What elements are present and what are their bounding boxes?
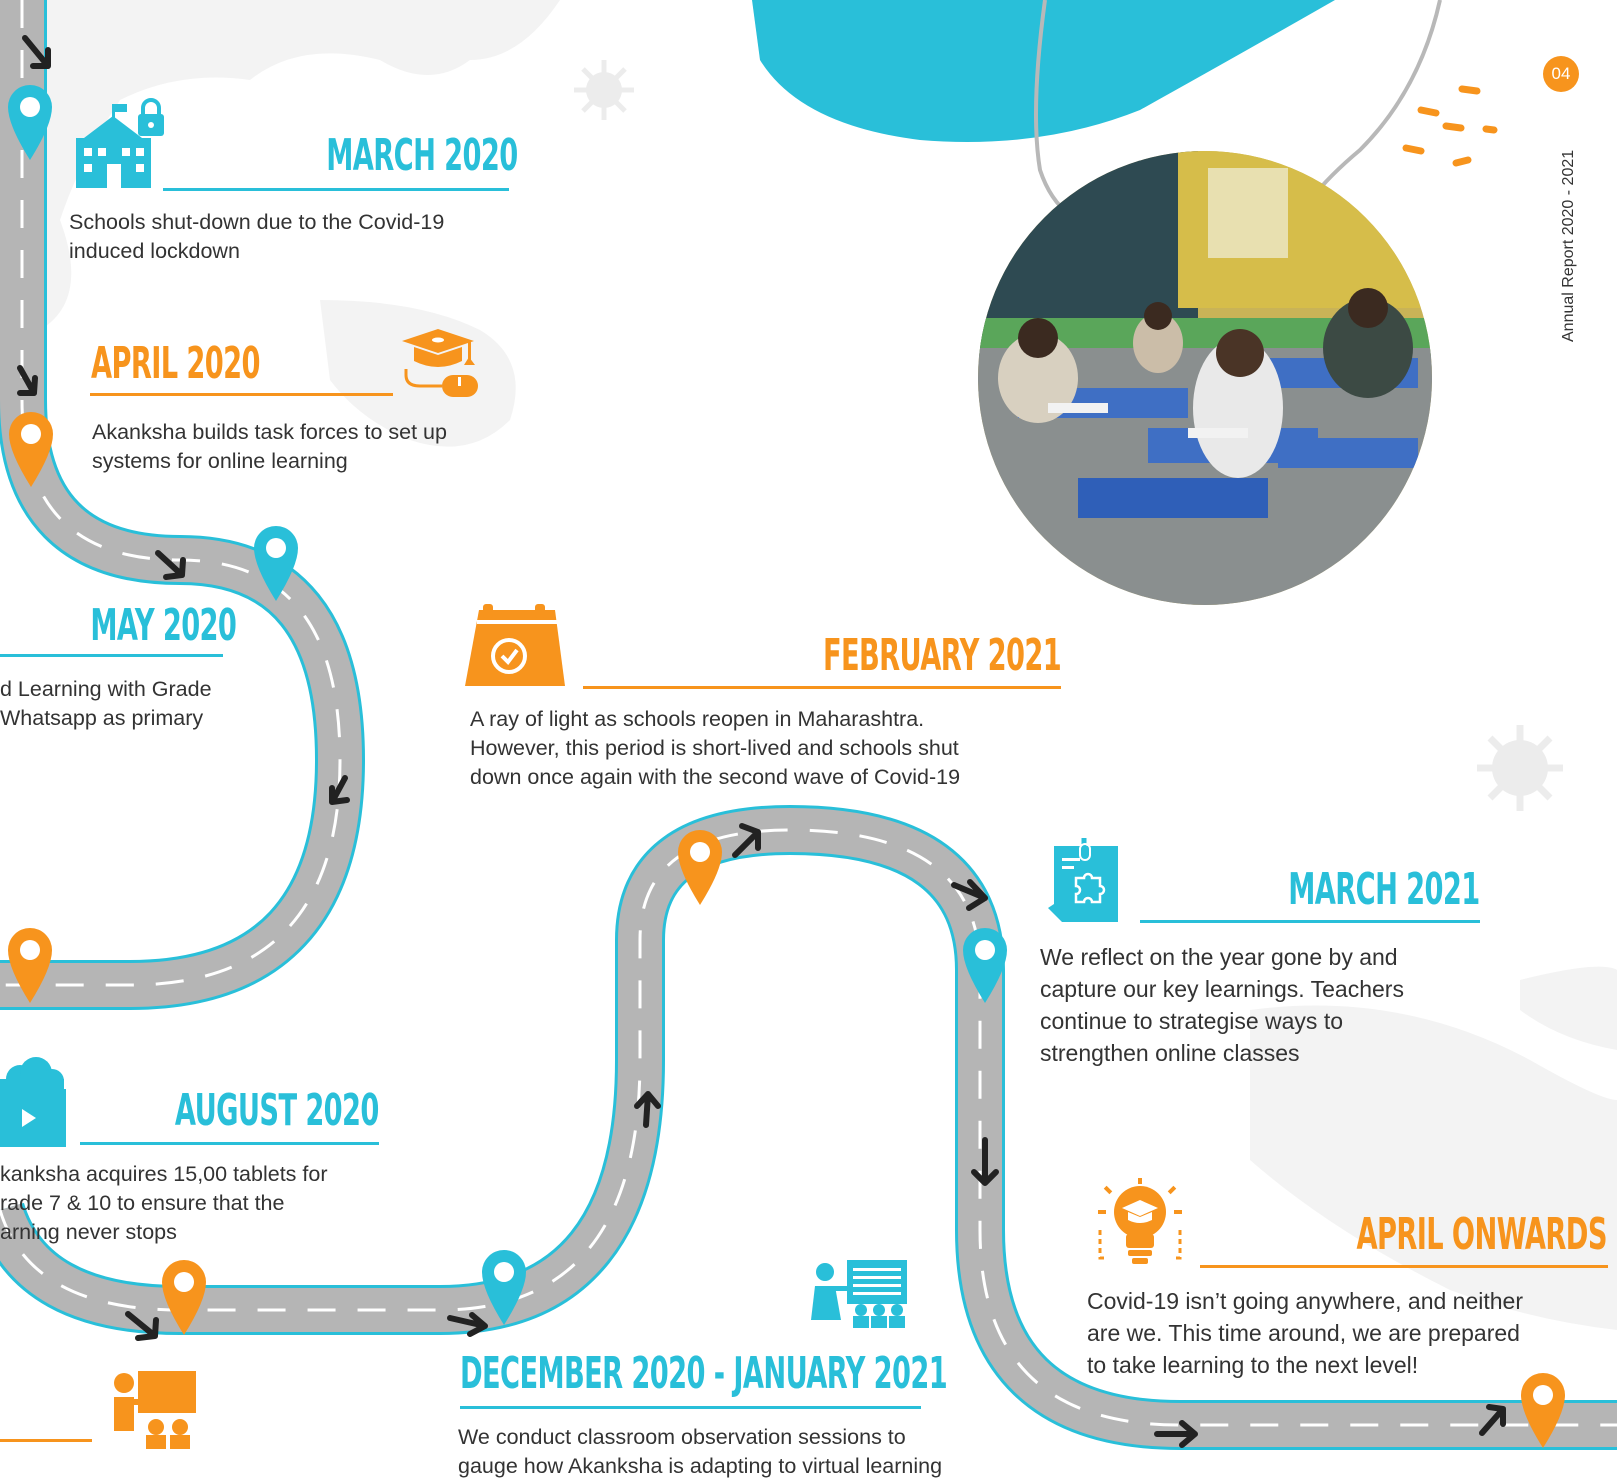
may-2020-text: d Learning with Grade Whatsapp as primar… [0,675,260,733]
school-lock-icon [76,98,164,188]
dec-jan-rule [460,1406,921,1409]
pin-icon [9,412,53,487]
april-onwards-rule [1200,1265,1608,1268]
pin-icon [162,1260,206,1335]
february-2021-title: FEBRUARY 2021 [822,630,1062,681]
february-2021-text-line: However, this period is short-lived and … [470,736,959,760]
august-2020-title: AUGUST 2020 [175,1085,379,1136]
teacher-group-icon [114,1371,196,1449]
april-onwards-text: Covid-19 isn’t going anywhere, and neith… [1087,1285,1617,1381]
august-2020-rule [80,1142,379,1145]
april-onwards-text-line: are we. This time around, we are prepare… [1087,1320,1520,1346]
march-2021-rule [1140,920,1480,923]
april-onwards-text-line: to take learning to the next level! [1087,1352,1419,1378]
march-2020-rule [163,188,509,191]
clipboard-puzzle-icon [1048,838,1118,922]
february-2021-text-line: down once again with the second wave of … [470,765,961,789]
pin-icon [482,1250,526,1325]
virus-icon [574,60,634,120]
dec-jan-text-line: gauge how Akanksha is adapting to virtua… [458,1454,943,1478]
dec-jan-text: We conduct classroom observation session… [458,1423,1038,1481]
report-label: Annual Report 2020 - 2021 [1560,149,1577,342]
cloud-video-icon [0,1057,66,1147]
march-2021-text-line: capture our key learnings. Teachers [1040,976,1404,1002]
march-2021-text-line: We reflect on the year gone by and [1040,944,1398,970]
march-2020-text: Schools shut-down due to the Covid-19 in… [69,210,445,263]
april-onwards-text-line: Covid-19 isn’t going anywhere, and neith… [1087,1288,1523,1314]
april-2020-rule [90,393,393,396]
pin-icon [1521,1373,1565,1448]
august-2020-text-line: kanksha acquires 15,00 tablets for [0,1162,328,1186]
may-2020-text-line: Whatsapp as primary [0,706,204,730]
pin-icon [678,830,722,905]
march-2021-title: MARCH 2021 [1288,864,1481,915]
bottom-left-rule [0,1439,92,1442]
april-2020-title: APRIL 2020 [91,338,260,389]
pin-icon [8,85,52,160]
page-number: 04 [1551,64,1571,83]
april-onwards-title: APRIL ONWARDS [1356,1209,1608,1260]
february-2021-text: A ray of light as schools reopen in Maha… [470,705,1070,792]
graduation-cap-mouse-icon [402,329,478,397]
march-2021-text-line: continue to strategise ways to [1040,1008,1343,1034]
lightbulb-cap-icon [1098,1178,1182,1264]
february-2021-rule [583,686,1061,689]
may-2020-rule [0,654,223,657]
dec-jan-title: DECEMBER 2020 - JANUARY 2021 [460,1348,948,1399]
classroom-photo [978,151,1432,605]
march-2020-title: MARCH 2020 [326,130,519,181]
pin-icon [254,526,298,601]
may-2020-text-line: d Learning with Grade [0,677,212,701]
dec-jan-text-line: We conduct classroom observation session… [458,1425,906,1449]
february-2021-text-line: A ray of light as schools reopen in Maha… [470,707,925,731]
march-2021-text-line: strengthen online classes [1040,1040,1300,1066]
pin-icon [963,928,1007,1003]
august-2020-text: kanksha acquires 15,00 tablets for rade … [0,1160,380,1247]
teacher-board-icon [811,1260,907,1328]
may-2020-title: MAY 2020 [90,600,236,651]
march-2021-text: We reflect on the year gone by and captu… [1040,941,1500,1069]
august-2020-text-line: rade 7 & 10 to ensure that the [0,1191,285,1215]
calendar-check-icon [465,604,565,686]
april-2020-text: Akanksha builds task forces to set up sy… [92,420,447,473]
august-2020-text-line: arning never stops [0,1220,177,1244]
pin-icon [8,928,52,1003]
page-number-badge: 04 [1543,56,1579,92]
